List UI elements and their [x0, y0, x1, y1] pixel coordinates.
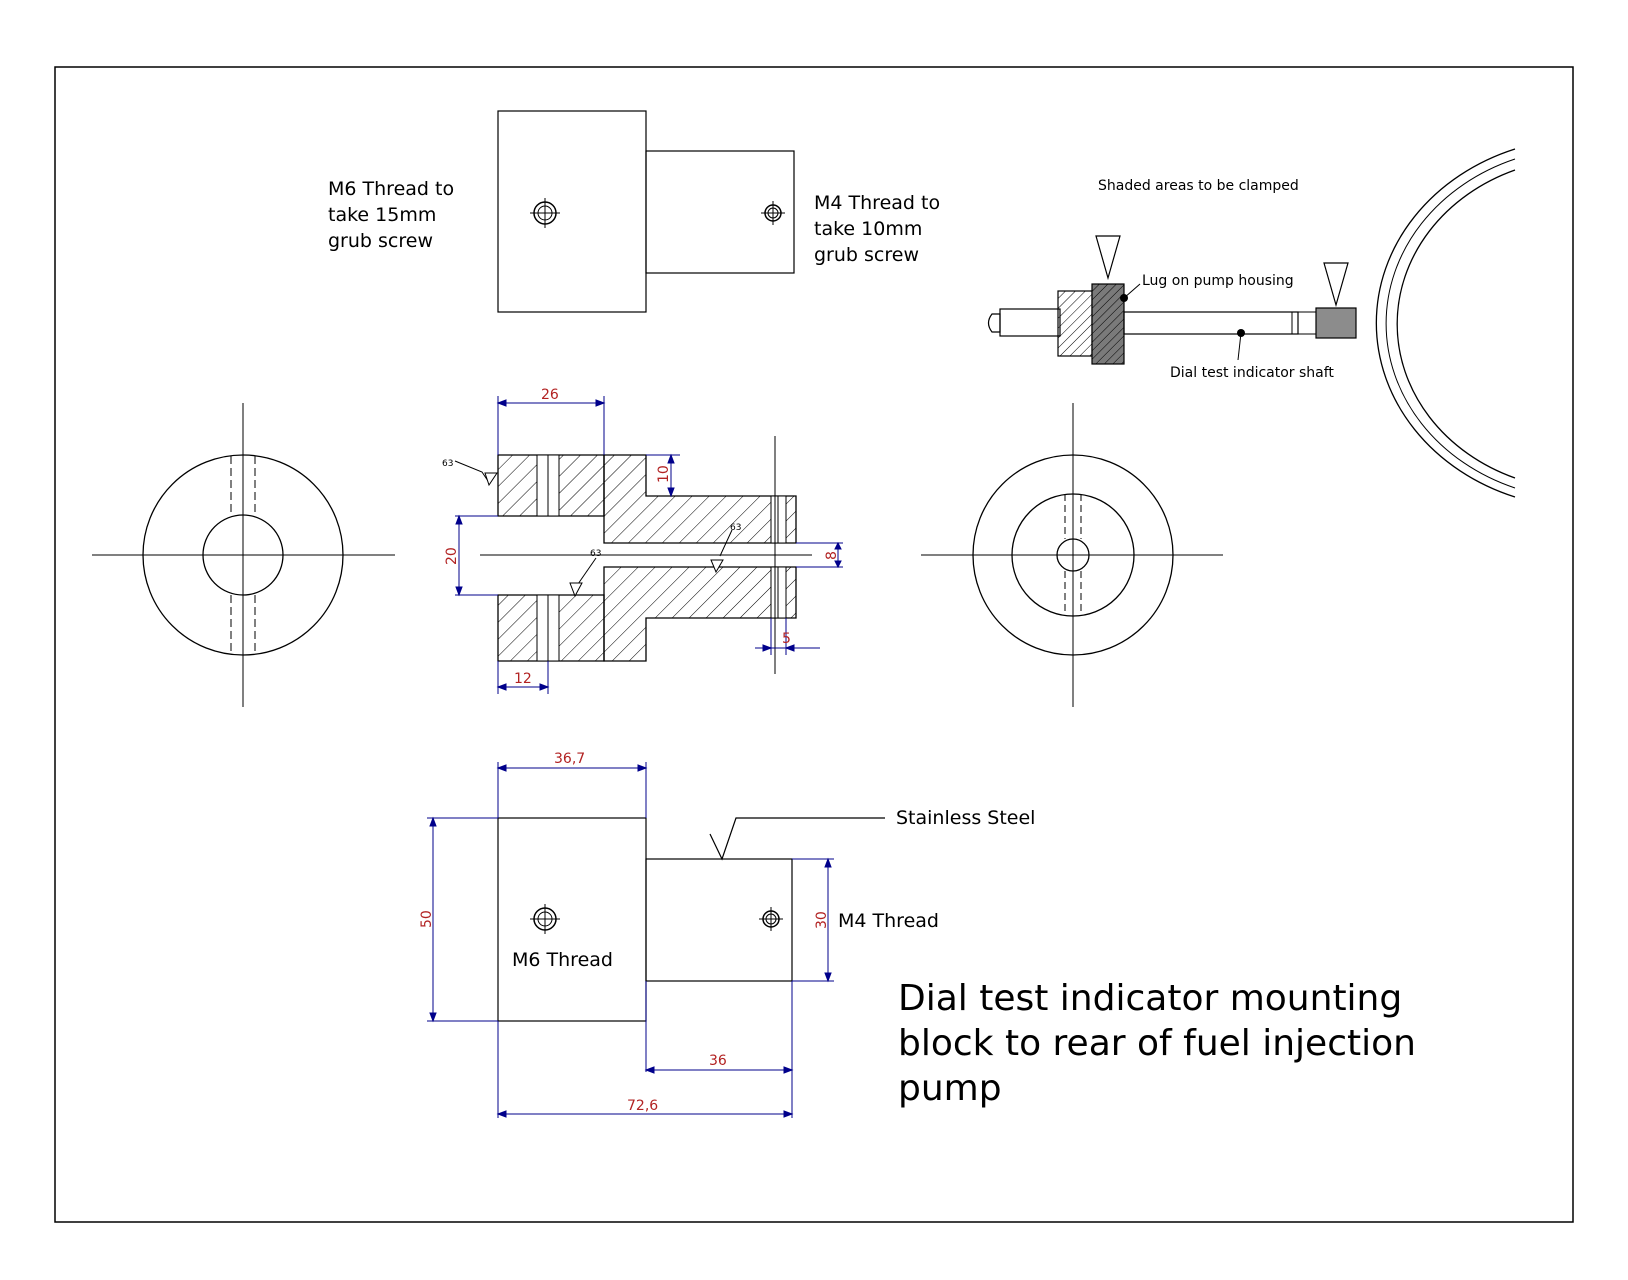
m4-note-line-2: take 10mm — [814, 218, 922, 240]
dimension-10 — [646, 453, 680, 498]
dimension-26 — [496, 396, 606, 455]
dimension-36-label: 36 — [709, 1053, 727, 1069]
title-line-2: block to rear of fuel injection — [898, 1023, 1416, 1064]
shaft-label: Dial test indicator shaft — [1170, 365, 1334, 381]
bottom-view: M6 Thread M4 Thread Stainless Steel 36,7… — [419, 751, 1035, 1118]
surface-finish-icon: 63 — [710, 523, 741, 574]
dial-body-middle-arc — [1385, 158, 1516, 489]
dimension-5 — [755, 618, 820, 655]
dimension-30-label: 30 — [814, 911, 830, 929]
m6-hole-icon — [530, 198, 560, 228]
dimension-50 — [427, 816, 498, 1023]
dimension-8-label: 8 — [824, 551, 840, 560]
svg-text:63: 63 — [730, 523, 741, 533]
section-view: 63 63 63 26 10 — [442, 387, 843, 694]
title-line-3: pump — [898, 1068, 1002, 1109]
svg-text:63: 63 — [442, 459, 453, 469]
dimension-36-7 — [496, 762, 648, 818]
stylus-stem — [999, 308, 1061, 337]
clamp-marker-icon — [1323, 262, 1349, 308]
right-end-view — [921, 403, 1223, 707]
dimension-26-label: 26 — [541, 387, 559, 403]
m6-note-line-2: take 15mm — [328, 204, 436, 226]
lug-label: Lug on pump housing — [1142, 273, 1294, 289]
m6-note-line-3: grub screw — [328, 230, 433, 252]
title-line-1: Dial test indicator mounting — [898, 978, 1402, 1019]
section-bore-step-lower — [603, 566, 797, 662]
bottom-view-large-block — [497, 817, 647, 1022]
clamp-marker-icon — [1095, 235, 1121, 281]
m4-hole-icon — [761, 201, 785, 225]
dial-body-inner-arc — [1396, 169, 1516, 479]
stylus-tip — [987, 313, 1001, 333]
material-callout — [709, 817, 885, 861]
svg-text:63: 63 — [590, 549, 601, 559]
m4-hole-icon — [759, 907, 783, 931]
m6-thread-label: M6 Thread — [512, 949, 613, 971]
m4-note-line-1: M4 Thread to — [814, 192, 940, 214]
holder-hatched — [1057, 290, 1093, 357]
dimension-72-6-label: 72,6 — [627, 1098, 658, 1114]
dimension-20 — [455, 514, 498, 597]
bottom-view-small-block — [645, 858, 793, 982]
m4-note-line-3: grub screw — [814, 244, 919, 266]
dimension-8 — [796, 541, 843, 569]
m6-hole-icon — [530, 904, 560, 934]
dimension-36 — [644, 981, 794, 1074]
dimension-30 — [792, 857, 834, 983]
drawing-border — [54, 66, 1574, 1223]
dimension-12-label: 12 — [514, 671, 532, 687]
dial-body-outer-arc — [1375, 148, 1516, 498]
lug-shaded — [1091, 283, 1125, 365]
top-view: M6 Thread to take 15mm grub screw M4 Thr… — [328, 110, 940, 313]
material-label: Stainless Steel — [896, 807, 1035, 829]
top-view-large-block — [497, 110, 647, 313]
shaft-collar-shaded — [1315, 307, 1357, 339]
section-bore-step — [603, 454, 797, 544]
title-block: Dial test indicator mounting block to re… — [898, 978, 1416, 1109]
clamp-detail: Shaded areas to be clamped Lug on pump h… — [987, 148, 1516, 498]
dimension-20-label: 20 — [444, 547, 460, 565]
dimension-5-label: 5 — [782, 631, 791, 647]
m6-note-line-1: M6 Thread to — [328, 178, 454, 200]
surface-finish-icon: 63 — [569, 549, 601, 598]
dimension-12 — [496, 661, 550, 694]
clamp-heading: Shaded areas to be clamped — [1098, 178, 1299, 194]
dimension-72-6 — [496, 1021, 794, 1118]
dimension-36-7-label: 36,7 — [554, 751, 585, 767]
m4-thread-label: M4 Thread — [838, 910, 939, 932]
dimension-10-label: 10 — [656, 465, 672, 483]
dimension-50-label: 50 — [419, 910, 435, 928]
surface-finish-icon: 63 — [442, 459, 498, 487]
top-view-small-block — [645, 150, 795, 274]
indicator-shaft — [1123, 311, 1299, 335]
left-end-view — [92, 403, 395, 707]
